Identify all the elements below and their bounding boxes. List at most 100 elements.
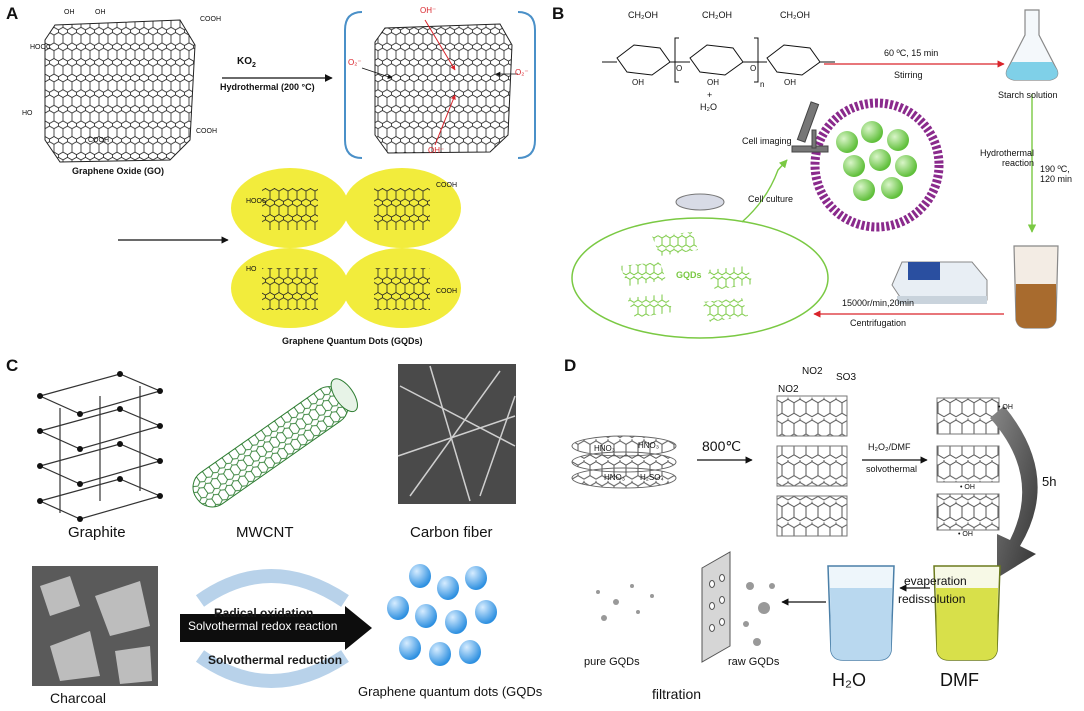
graphite-structure <box>38 373 162 520</box>
gqds-label: Graphene Quantum Dots (GQDs) <box>282 336 423 346</box>
centrifugation-label: Centrifugation <box>850 318 907 328</box>
fiber-strands <box>397 365 516 502</box>
gqd-sheets <box>620 232 753 322</box>
filtration-label: filtration <box>652 686 702 702</box>
hno3-label: HNO₃ <box>638 441 660 450</box>
charcoal-label: Charcoal <box>50 690 107 706</box>
centrifuge-speed: 15000r/min,20min <box>842 298 915 308</box>
filter-membrane <box>701 551 731 663</box>
ho-group: HO <box>22 110 33 117</box>
mwcnt-tube <box>192 378 358 508</box>
mwcnt-label: MWCNT <box>236 524 294 541</box>
oh-label: OH <box>784 78 796 87</box>
reagent-label: H₂O₂/DMF <box>868 442 911 452</box>
panel-d: D <box>542 356 1084 711</box>
left-bracket <box>344 11 363 159</box>
gqd-blue-dots <box>387 564 497 666</box>
microscope-icon <box>791 101 829 153</box>
reagent-label: KO2 <box>237 56 256 69</box>
oxidized-sheet <box>374 23 513 154</box>
hno3-label: HNO₃ <box>604 473 626 482</box>
starch-solution-label: Starch solution <box>998 90 1058 100</box>
panel-c-drawing <box>32 364 516 688</box>
panel-b: B <box>542 0 1084 356</box>
oxidized-graphite-stack <box>571 435 677 489</box>
gqd-particles <box>596 582 775 646</box>
o-label: O <box>750 64 757 73</box>
oh-label: OH <box>632 78 644 87</box>
o-label: O <box>676 64 683 73</box>
raw-gqds-label: raw GQDs <box>728 656 780 668</box>
condition-label: Hydrothermal (200 °C) <box>220 82 315 92</box>
filter-pores <box>709 574 725 632</box>
panel-d-drawing <box>571 395 1038 663</box>
ch2oh-label: CH₂OH <box>780 10 810 20</box>
solvothermal-label: solvothermal <box>866 464 918 474</box>
dmf-beaker <box>933 565 1001 661</box>
hydroxyl-label: • OH <box>998 404 1013 411</box>
h2o-label: H₂O <box>832 670 866 690</box>
cell-imaging-label: Cell imaging <box>742 136 792 146</box>
gqds-label: Graphene quantum dots (GQDs) <box>358 684 542 699</box>
n-label: n <box>760 80 765 89</box>
temperature-label: 800℃ <box>702 438 742 454</box>
cooh-group: COOH <box>88 137 109 144</box>
step1-condition: 60 ºC, 15 min <box>884 48 939 58</box>
panel-label: C <box>6 356 19 375</box>
reduction-arc <box>195 650 349 688</box>
ch2oh-label: CH₂OH <box>628 10 658 20</box>
panel-b-drawing <box>571 9 1059 339</box>
h2so4-label: H₂SO₄ <box>640 473 664 482</box>
curved-arrow <box>990 406 1038 578</box>
temperature-label: 190 ºC,120 min <box>1040 164 1073 184</box>
graphite-label: Graphite <box>68 524 126 541</box>
panel-a-drawing <box>44 11 536 328</box>
gqds-label: GQDs <box>676 270 702 280</box>
cooh-group: COOH <box>196 128 217 135</box>
oh-group: OH <box>95 9 106 16</box>
exfoliated-sheets <box>776 395 848 537</box>
cooh-group: COOH <box>436 288 457 295</box>
graphene-oxide-label: Graphene Oxide (GO) <box>72 166 165 176</box>
gqd-spheres <box>836 121 917 201</box>
cooh-group: COOH <box>200 16 221 23</box>
cooh-group: COOH <box>436 182 457 189</box>
carbon-fiber-label: Carbon fiber <box>410 524 493 541</box>
no2-label: NO2 <box>802 366 823 377</box>
hooc-group: HOOC <box>246 198 267 205</box>
panel-c: C <box>0 356 542 711</box>
centrifuge-icon <box>891 261 988 304</box>
panel-label: B <box>552 4 565 23</box>
reduction-label: Solvothermal reduction <box>208 653 343 667</box>
radical-arc <box>195 569 349 607</box>
starch-structure <box>602 37 835 83</box>
water-label: H₂O <box>700 102 717 112</box>
hydroxide-ion: OH⁻ <box>428 146 445 155</box>
superoxide-ion: O₂⁻ <box>515 68 529 77</box>
graphite-atoms <box>37 371 163 522</box>
redox-arrow <box>180 606 372 650</box>
cell-culture-label: Cell culture <box>748 194 794 204</box>
gqds-ellipse <box>571 217 829 339</box>
so3-label: SO3 <box>836 372 857 383</box>
evaporation-label: evaperation <box>904 574 967 588</box>
no2-label: NO2 <box>778 384 799 395</box>
oh-group: OH <box>64 9 75 16</box>
stirring-label: Stirring <box>894 70 923 80</box>
hydroxyl-label: • OH <box>958 531 973 538</box>
radical-oxidation-label: Radical oxidation <box>214 606 314 620</box>
hydroxylated-sheets <box>936 397 1000 531</box>
pure-gqds-label: pure GQDs <box>584 656 640 668</box>
right-bracket <box>517 11 536 159</box>
hydroxyl-label: • OH <box>960 484 975 491</box>
superoxide-ion: O₂⁻ <box>348 58 362 67</box>
plus-label: + <box>707 90 713 100</box>
time-label: 5h <box>1042 474 1057 489</box>
carbon-fiber-sem <box>398 364 516 504</box>
dmf-label: DMF <box>940 670 979 690</box>
ho-group: HO <box>246 266 257 273</box>
panel-label: A <box>6 4 19 23</box>
hno3-label: HNO₃ <box>594 444 616 453</box>
panel-a: A KO2 Hydrothermal (200 °C) <box>0 0 542 356</box>
